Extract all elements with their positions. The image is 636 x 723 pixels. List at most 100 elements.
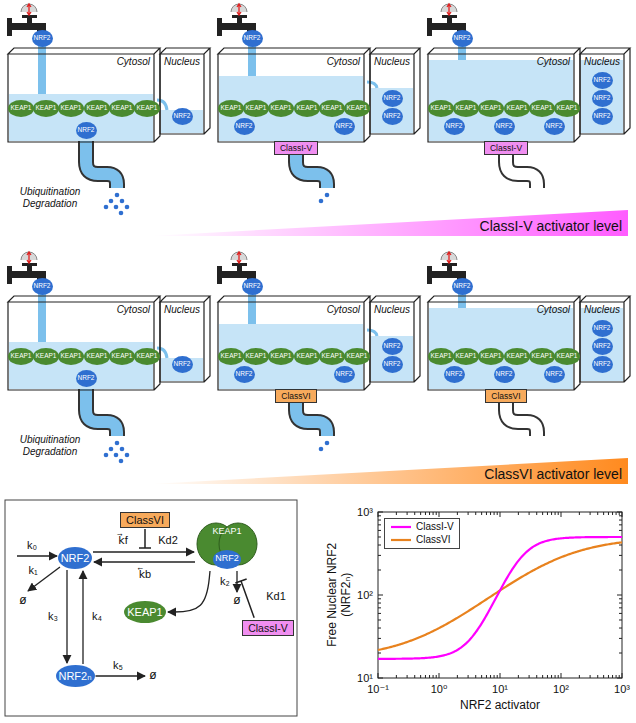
nrf2-molecule: NRF2 [544, 366, 565, 383]
tick-label: 10² [553, 683, 569, 696]
nucleus-compartment: NucleusNRF2 [160, 294, 210, 382]
node-text: Nucleus [580, 56, 624, 67]
cytosol-compartment: CytosolKEAP1KEAP1KEAP1KEAP1KEAP1KEAP1NRF… [8, 46, 160, 142]
node-text: Cytosol [327, 56, 360, 67]
keap1-molecule: KEAP1 [453, 100, 479, 117]
degraded-nrf2-dot [119, 459, 124, 464]
degraded-nrf2-dot [109, 199, 114, 204]
axis-title: Free Nuclear NRF2 (NRF2ₙ) [326, 530, 354, 660]
legend-entry: ClassI-V [390, 521, 454, 534]
process-note: Ubiquitination Degradation [13, 186, 87, 209]
nrf2-molecule: NRF2 [382, 338, 403, 355]
rate-label: k₂ [219, 575, 231, 588]
rate-label: ø [232, 594, 241, 608]
keap1-molecule: KEAP1 [344, 348, 370, 365]
legend-line [391, 526, 411, 528]
drain-pipe-inner [86, 141, 117, 188]
node-text: NRF2 [384, 94, 401, 101]
drain-plug: ClassI-V [484, 141, 528, 155]
response-chart [378, 512, 622, 678]
keap1-molecule: KEAP1 [453, 348, 479, 365]
node-text: NRF2 [546, 122, 563, 129]
nrf2-molecule: NRF2 [592, 108, 613, 125]
legend-line [391, 539, 411, 541]
legend-text: ClassVI [416, 534, 450, 547]
plot-frame [378, 512, 622, 678]
degraded-nrf2-dot [125, 453, 130, 458]
node-text: ClassVI [491, 392, 520, 401]
nucleus-water [371, 336, 413, 381]
node-text: NRF2 [78, 374, 95, 381]
reaction-arrow [17, 555, 57, 556]
node-text: KEAP1 [557, 352, 578, 359]
nrf2-keap1-complex: KEAP1NRF2 [196, 522, 258, 570]
keap1-molecule: KEAP1 [529, 100, 555, 117]
node-text: ClassVI [281, 392, 310, 401]
nrf2-molecule: NRF2 [382, 108, 403, 125]
tick-label: 10² [357, 589, 373, 602]
nrf2-molecule: NRF2 [234, 118, 255, 135]
node-text: KEAP1 [481, 104, 502, 111]
keap1-molecule: KEAP1 [243, 100, 269, 117]
rate-label: Kd1 [265, 590, 287, 603]
inhibition-line [139, 529, 151, 548]
node-text: ClassI-V [280, 144, 312, 153]
drain-plug: ClassVI [275, 389, 316, 403]
node-text: NRF2 [594, 112, 611, 119]
node-text: NRF2 [215, 554, 239, 564]
nrf2-molecule: NRF2 [234, 366, 255, 383]
keap1-molecule: KEAP1 [218, 100, 244, 117]
node-text: NRF2 [384, 360, 401, 367]
rate-label: k₅ [112, 659, 124, 672]
node-text: KEAP1 [246, 104, 267, 111]
keap1-molecule: KEAP1 [109, 348, 135, 365]
compartment-outline [428, 296, 580, 390]
tick-label: 10³ [357, 506, 373, 519]
class-vi-curve [378, 542, 622, 650]
node-text: Cytosol [117, 304, 150, 315]
keap1-molecule: KEAP1 [529, 348, 555, 365]
keap1-molecule: KEAP1 [554, 100, 580, 117]
tick-label: 10⁻¹ [367, 683, 389, 696]
cytosol-compartment: CytosolKEAP1KEAP1KEAP1KEAP1KEAP1KEAP1NRF… [218, 46, 370, 142]
legend-entry: ClassVI [390, 534, 454, 547]
cytosol-water [219, 76, 363, 141]
compartment-outline [8, 48, 160, 142]
node-text: Nucleus [370, 56, 414, 67]
keap1-molecule: KEAP1 [319, 100, 345, 117]
nucleus-compartment: NucleusNRF2NRF2NRF2 [580, 46, 630, 134]
node-text: Nucleus [370, 304, 414, 315]
node-text: NRF2 [174, 360, 191, 367]
drain-pipe-inner [86, 389, 117, 436]
node-text: KEAP1 [36, 104, 57, 111]
nucleus-water [371, 88, 413, 133]
reaction-connector [66, 570, 67, 663]
nuclear-import-flow [367, 330, 377, 336]
cytosol-water [9, 342, 153, 389]
nrf2-molecule: NRF2 [334, 118, 355, 135]
node-text: KEAP1 [507, 104, 528, 111]
node-text: NRF2 [546, 370, 563, 377]
keap1-molecule: KEAP1 [58, 348, 84, 365]
degraded-nrf2-dot [325, 441, 330, 446]
keap1-molecule: KEAP1 [478, 348, 504, 365]
nrf2-molecule: NRF2 [382, 356, 403, 373]
keap1-molecule: KEAP1 [8, 348, 34, 365]
node-text: ClassI-V [248, 623, 288, 635]
axis-title: NRF2 activator [460, 699, 540, 713]
degraded-nrf2-dot [104, 453, 109, 458]
tank-illustration [217, 4, 420, 203]
node-text: ClassI-V [490, 144, 522, 153]
node-text: Cytosol [117, 56, 150, 67]
compartment-outline [370, 48, 420, 134]
nrf2-molecule: NRF2 [382, 90, 403, 107]
process-note: Ubiquitination Degradation [13, 434, 87, 457]
node-text: NRF2 [496, 122, 513, 129]
network-frame [5, 500, 297, 716]
drain-plug: ClassVI [485, 389, 526, 403]
nrf2-molecule: NRF2 [172, 108, 193, 125]
node-text: NRF2 [594, 94, 611, 101]
nrf2-molecule: NRF2 [444, 118, 465, 135]
node-text: ClassVI activator level [484, 467, 622, 482]
nuclear-nrf2-species: NRF2ₙ [56, 665, 95, 687]
